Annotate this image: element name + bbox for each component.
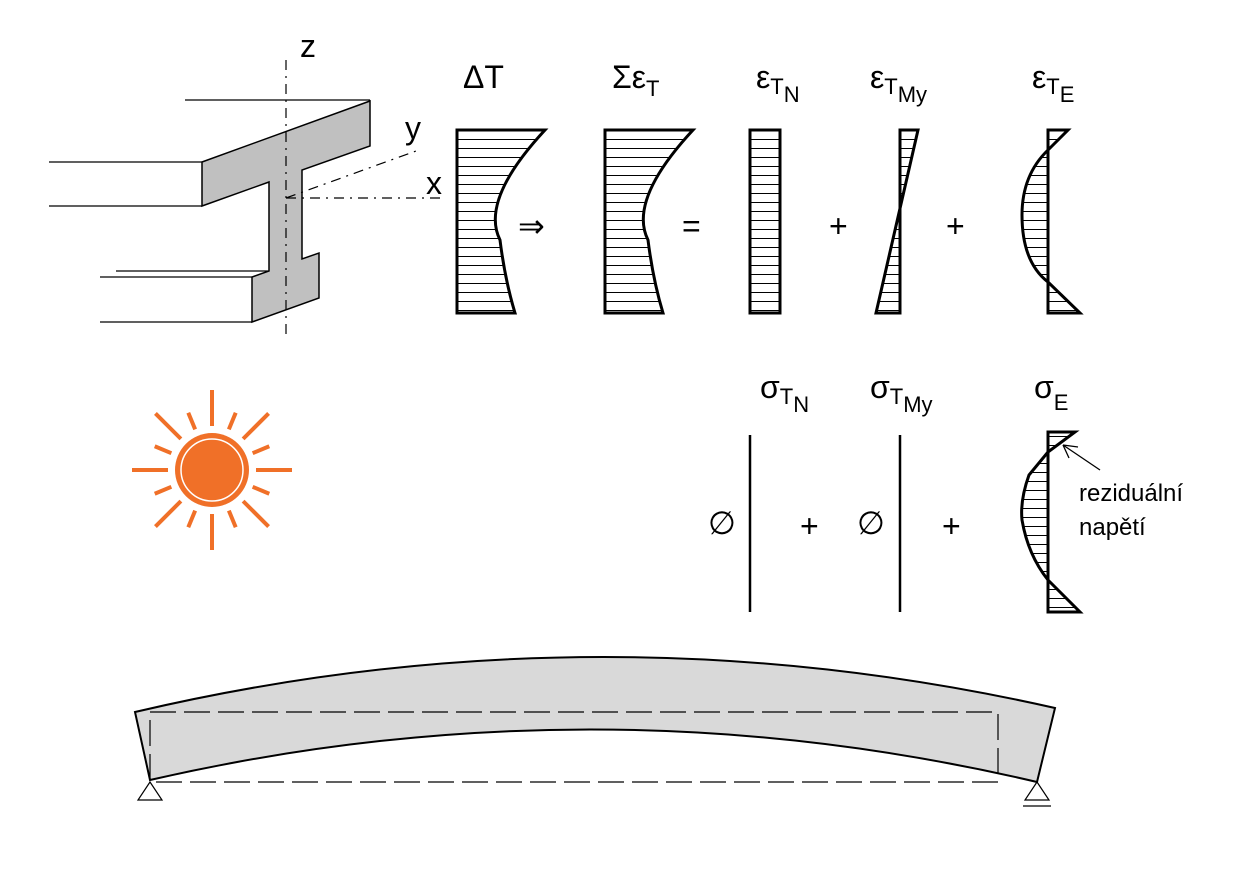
plus-sign: + xyxy=(829,208,848,244)
deformed-beam xyxy=(133,655,1057,807)
residual-stress-note-line2: napětí xyxy=(1079,514,1146,541)
sun-ray xyxy=(251,484,271,496)
plus-sign: + xyxy=(942,508,961,544)
sun-ray xyxy=(241,412,270,441)
eps-tmy-diagram xyxy=(874,128,920,315)
plus-sign: + xyxy=(946,208,965,244)
eps-te-diagram xyxy=(1020,128,1084,315)
sigma-e-diagram xyxy=(1020,430,1084,614)
sigma-e-label: σE xyxy=(1034,369,1068,415)
sigma-tn-label: σTN xyxy=(760,369,809,417)
plus-sign: + xyxy=(800,508,819,544)
z-axis-label: z xyxy=(300,28,316,64)
equals-sign: = xyxy=(682,208,701,244)
sun-icon xyxy=(132,390,292,550)
x-axis-label: x xyxy=(426,165,442,201)
residual-stress-note-line1: reziduální xyxy=(1079,480,1183,507)
sun-ray xyxy=(186,509,198,529)
sun-ray xyxy=(186,411,198,431)
sun-ray xyxy=(226,509,238,529)
sun-ray xyxy=(251,444,271,456)
eps-te-label: εTE xyxy=(1032,59,1074,107)
sun-ray xyxy=(153,484,173,496)
residual-stress-arrow xyxy=(1062,444,1101,471)
eps-tmy-label: εTMy xyxy=(870,59,927,107)
implies-arrow: ⇒ xyxy=(518,208,545,244)
pin-support-icon xyxy=(136,780,164,801)
sun-ray xyxy=(154,412,183,441)
roller-support-icon xyxy=(1023,780,1051,801)
eps-tn-label: εTN xyxy=(756,59,800,107)
sun-ray xyxy=(241,499,270,528)
sun-ray xyxy=(154,499,183,528)
delta-t-diagram xyxy=(455,128,549,315)
eps-tn-diagram xyxy=(748,128,782,315)
zero-symbol: ∅ xyxy=(708,505,736,541)
sun-ray xyxy=(153,444,173,456)
sum-eps-diagram xyxy=(603,128,697,315)
y-axis-label: y xyxy=(405,110,421,146)
sum-eps-label: ΣεT xyxy=(612,59,660,101)
delta-t-label: ΔT xyxy=(463,59,504,95)
zero-symbol: ∅ xyxy=(857,505,885,541)
sun-ray xyxy=(226,411,238,431)
sigma-tmy-label: σTMy xyxy=(870,369,933,417)
original-beam-outline xyxy=(149,711,999,783)
i-beam-section: z y x xyxy=(49,28,442,336)
